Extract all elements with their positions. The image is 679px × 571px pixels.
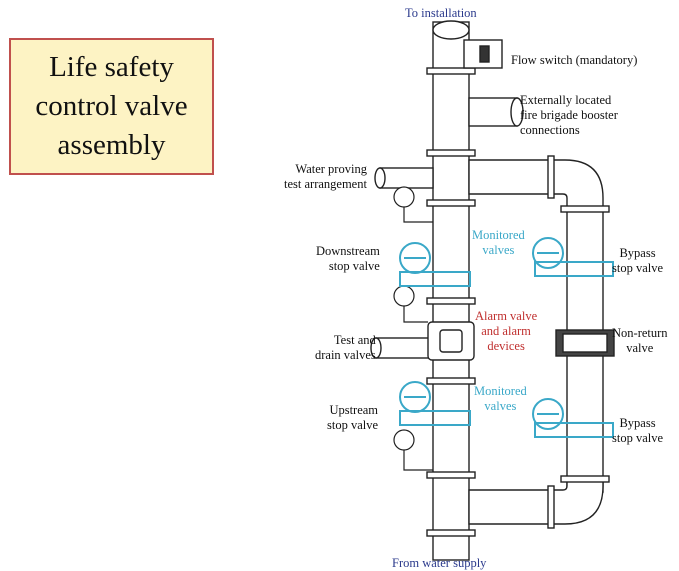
gauge-connector: [403, 306, 428, 323]
title-line-3: assembly: [57, 129, 166, 161]
alarm-valve-cover: [439, 329, 463, 353]
pressure-gauge-icon: [393, 186, 415, 208]
bypass-stop-valve-icon: [532, 237, 614, 277]
riser-flange: [426, 149, 476, 157]
flow-switch-window: [479, 45, 490, 63]
booster-branch-opening: [510, 97, 524, 127]
riser-flange: [426, 529, 476, 537]
riser-flange: [426, 199, 476, 207]
bypass-flange: [560, 475, 610, 483]
test-branch-opening: [374, 167, 386, 189]
riser-flange: [426, 297, 476, 305]
main-riser-pipe: [432, 21, 470, 561]
upstream-stop-valve-icon: [399, 381, 471, 426]
bypass-bottom-elbow: [468, 477, 604, 525]
bypass-stop-valve-icon: [532, 398, 614, 438]
test-branch-pipe: [379, 167, 434, 189]
title-line-2: control valve: [35, 90, 188, 122]
bypass-flange: [547, 155, 555, 199]
riser-flange: [426, 471, 476, 479]
title-line-1: Life safety: [49, 51, 174, 83]
bypass-top-elbow: [468, 159, 604, 211]
non-return-valve-band: [562, 333, 608, 353]
booster-branch-pipe: [468, 97, 518, 127]
riser-top-opening: [432, 20, 470, 40]
drain-branch-opening: [370, 337, 382, 359]
downstream-stop-valve-icon: [399, 242, 471, 287]
pressure-gauge-icon: [393, 429, 415, 451]
gauge-connector: [403, 207, 433, 223]
label-to-installation: To installation: [405, 6, 477, 20]
label-flow-switch: Flow switch (mandatory): [511, 53, 638, 67]
riser-flange: [426, 67, 476, 75]
bypass-flange: [547, 485, 555, 529]
drain-branch-pipe: [375, 337, 434, 359]
pressure-gauge-icon: [393, 285, 415, 307]
bypass-flange: [560, 205, 610, 213]
gauge-connector: [403, 450, 433, 471]
label-from-water-supply: From water supply: [392, 556, 487, 570]
riser-flange: [426, 377, 476, 385]
title-box: Life safety control valve assembly: [9, 38, 214, 175]
